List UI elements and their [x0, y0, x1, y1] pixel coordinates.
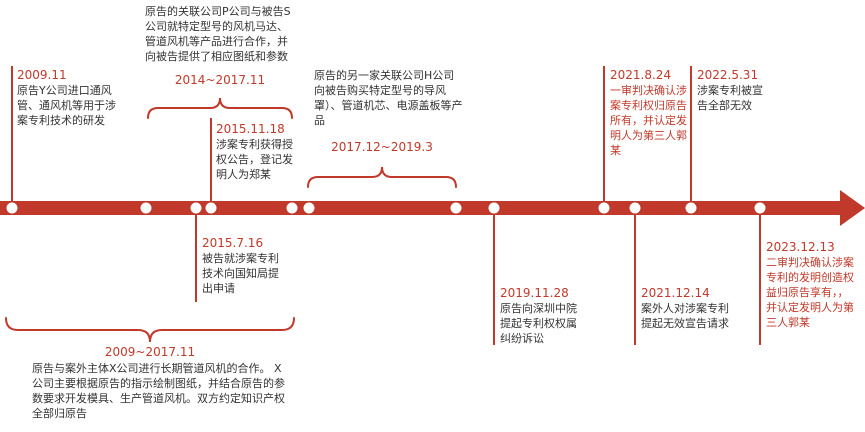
- event-text: 被告就涉案专利技术向国知局提出申请: [202, 252, 279, 295]
- timeline-dot: [5, 201, 19, 215]
- event-text: 原告向深圳中院提起专利权权属纠纷诉讼: [500, 302, 577, 345]
- event-2015-11-18: 2015.11.18 涉案专利获得授权公告，登记发明人为郑某: [216, 122, 296, 182]
- event-date: 2015.11.18: [216, 122, 285, 136]
- event-2021-8-24: 2021.8.24 一审判决确认涉案专利权归原告所有，并认定发明人为第三人郭某: [610, 68, 690, 158]
- bracket-2009-2017: [5, 317, 295, 343]
- event-date: 2019.11.28: [500, 286, 569, 300]
- timeline-dot: [597, 201, 611, 215]
- timeline-dot: [204, 201, 218, 215]
- event-text: 涉案专利获得授权公告，登记发明人为郑某: [216, 138, 293, 181]
- bracket-2017-2019: [307, 166, 457, 188]
- event-date: 2021.12.14: [641, 286, 710, 300]
- event-date: 2015.7.16: [202, 236, 264, 250]
- event-2022-5-31: 2022.5.31 涉案专利被宣告全部无效: [697, 68, 769, 113]
- event-date: 2023.12.13: [766, 240, 835, 254]
- event-text: 原告的关联公司P公司与被告S公司就特定型号的风机马达、管道风机等产品进行合作，并…: [145, 5, 291, 63]
- event-2009-11: 2009.11 原告Y公司进口通风管、通风机等用于涉案专利技术的研发: [17, 68, 125, 128]
- timeline-dot: [449, 201, 463, 215]
- event-2021-12-14: 2021.12.14 案外人对涉案专利提起无效宣告请求: [641, 286, 733, 331]
- timeline-dot: [302, 201, 316, 215]
- event-2017-2019-text: 原告的另一家关联公司H公司向被告购买特定型号的导风罩）、管道机芯、电源盖板等产品: [314, 68, 464, 128]
- timeline-dot: [628, 201, 642, 215]
- timeline-dot: [753, 201, 767, 215]
- event-2019-11-28: 2019.11.28 原告向深圳中院提起专利权权属纠纷诉讼: [500, 286, 582, 346]
- event-text: 涉案专利被宣告全部无效: [697, 84, 763, 112]
- event-text: 案外人对涉案专利提起无效宣告请求: [641, 302, 729, 330]
- event-2023-12-13: 2023.12.13 二审判决确认涉案专利的发明创造权益归原告享有，，并认定发明…: [766, 240, 858, 330]
- timeline-dot: [487, 201, 501, 215]
- bracket-2014-2017: [147, 97, 293, 119]
- event-2015-7-16: 2015.7.16 被告就涉案专利技术向国知局提出申请: [202, 236, 286, 296]
- event-text: 二审判决确认涉案专利的发明创造权益归原告享有，，并认定发明人为第三人郭某: [766, 256, 854, 329]
- timeline-dot: [684, 201, 698, 215]
- timeline-dot: [139, 201, 153, 215]
- timeline-dot: [285, 201, 299, 215]
- event-2014-2017-date: 2014~2017.11: [174, 73, 266, 87]
- event-2014-2017-text: 原告的关联公司P公司与被告S公司就特定型号的风机马达、管道风机等产品进行合作，并…: [145, 4, 295, 64]
- event-2009-2017-date: 2009~2017.11: [104, 345, 196, 359]
- event-text: 一审判决确认涉案专利权归原告所有，并认定发明人为第三人郭某: [610, 84, 687, 157]
- event-date: 2022.5.31: [697, 68, 759, 82]
- event-2009-2017-text: 原告与案外主体X公司进行长期管道风机的合作。 X公司主要根据原告的指示绘制图纸，…: [32, 361, 290, 421]
- event-text: 原告Y公司进口通风管、通风机等用于涉案专利技术的研发: [17, 84, 116, 127]
- event-text: 原告与案外主体X公司进行长期管道风机的合作。 X公司主要根据原告的指示绘制图纸，…: [32, 362, 285, 420]
- event-date: 2009.11: [17, 68, 67, 82]
- event-date: 2021.8.24: [610, 68, 672, 82]
- timeline-arrow-head: [840, 190, 865, 226]
- event-2017-2019-date: 2017.12~2019.3: [331, 140, 433, 154]
- timeline-dot: [189, 201, 203, 215]
- timeline-bar: [0, 201, 845, 215]
- event-text: 原告的另一家关联公司H公司向被告购买特定型号的导风罩）、管道机芯、电源盖板等产品: [314, 69, 463, 127]
